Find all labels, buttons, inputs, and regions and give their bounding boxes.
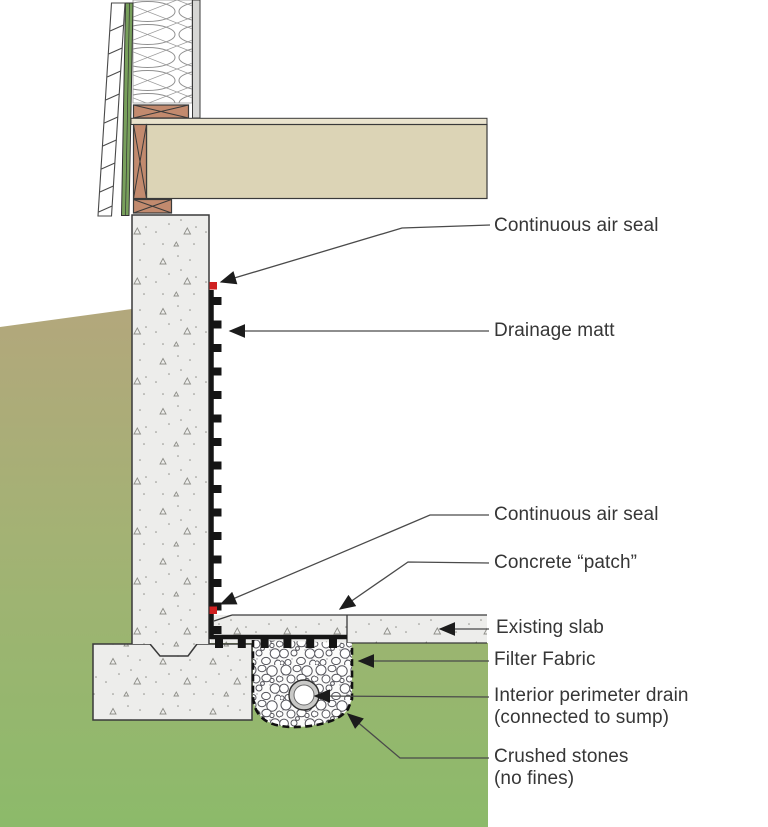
label-continuous-air-seal-top: Continuous air seal [494,215,659,236]
exterior-sheathing [120,2,134,216]
air-seal-dot-top [209,282,217,290]
leader-crushed-stones [346,713,489,759]
leader-air-seal-top [219,224,491,285]
leader-concrete-patch [338,561,490,610]
ground-soil [0,309,488,827]
label-crushed-stones-line2: (no fines) [494,768,575,789]
drain-pipe [288,679,320,711]
label-interior-perimeter-drain-line2: (connected to sump) [494,707,670,728]
leader-lines [219,224,491,759]
air-seal-dot-bottom [209,606,217,614]
clapboard-siding [97,2,126,217]
label-continuous-air-seal-bottom: Continuous air seal [494,504,659,525]
leader-perimeter-drain [313,689,490,703]
floor-assembly [97,0,488,217]
label-interior-perimeter-drain: Interior perimeter drain (connected to s… [494,685,689,729]
label-interior-perimeter-drain-line1: Interior perimeter drain [494,685,689,706]
label-crushed-stones: Crushed stones (no fines) [494,746,628,790]
bottom-plate [132,104,190,119]
leader-air-seal-bottom [219,514,489,605]
concrete-footing [92,643,253,721]
floor-joist-band [145,123,488,200]
label-filter-fabric: Filter Fabric [494,649,596,670]
label-drainage-matt: Drainage matt [494,320,615,341]
drywall [192,0,201,119]
existing-slab-outline [213,614,487,644]
label-existing-slab: Existing slab [496,617,604,638]
label-concrete-patch: Concrete “patch” [494,552,638,573]
subfloor [130,117,488,126]
sill-plate [132,198,173,214]
drainage-matt [209,290,347,648]
rim-joist [132,123,148,200]
label-crushed-stones-line1: Crushed stones [494,746,629,767]
foundation-wall [131,214,210,644]
